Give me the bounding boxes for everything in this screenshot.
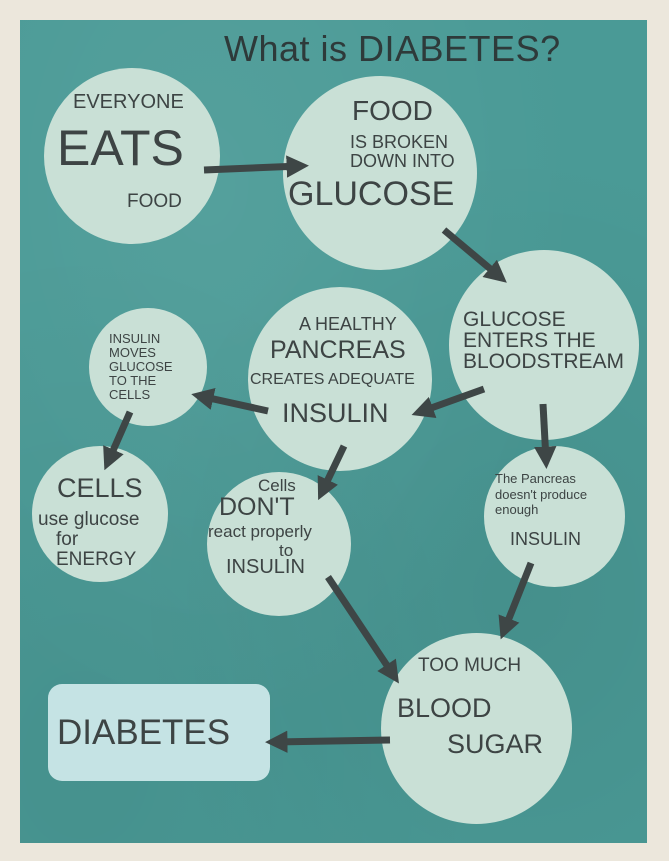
- arrow-sugar-to-diabetes: [265, 730, 391, 753]
- arrow-moves-to-cells: [103, 410, 134, 471]
- moves-line4: TO THE: [109, 373, 157, 388]
- bloodstream-line2: ENTERS THE: [463, 329, 596, 352]
- cells-line3: for: [56, 529, 79, 550]
- moves-line5: CELLS: [109, 387, 151, 402]
- food-line2: IS BROKEN: [350, 132, 449, 152]
- dont-line2: DON'T: [219, 493, 295, 521]
- notenough-line1: The Pancreas: [495, 471, 576, 486]
- cells-line1: CELLS: [57, 473, 143, 503]
- moves-line2: MOVES: [109, 345, 156, 360]
- notenough-line4: INSULIN: [510, 529, 582, 549]
- food-line3: DOWN INTO: [350, 151, 455, 171]
- arrow-dont-to-sugar: [325, 575, 399, 684]
- arrow-notenough-to-sugar: [498, 561, 535, 640]
- eats-circle: [44, 68, 220, 244]
- arrow-bloodstream-to-notenough: [534, 403, 557, 469]
- dont-line4: to: [279, 541, 294, 560]
- arrow-food-to-bloodstream: [441, 227, 507, 283]
- pancreas-line4: INSULIN: [282, 398, 389, 428]
- food-circle: [283, 76, 477, 270]
- notenough-circle: [484, 446, 625, 587]
- sugar-circle: [381, 633, 572, 824]
- sugar-line2: BLOOD: [397, 693, 492, 723]
- notenough-line2: doesn't produce: [495, 487, 588, 502]
- sugar-line3: SUGAR: [447, 729, 544, 759]
- notenough-line3: enough: [495, 502, 539, 517]
- diabetes-label: DIABETES: [57, 713, 231, 752]
- arrow-pancreas-to-moves: [191, 387, 269, 415]
- cells-line4: ENERGY: [56, 549, 137, 570]
- dont-line5: INSULIN: [226, 556, 305, 578]
- page-title: What is DIABETES?: [224, 28, 561, 69]
- eats-line3: FOOD: [127, 191, 182, 212]
- bloodstream-line1: GLUCOSE: [463, 308, 566, 331]
- pancreas-line2: PANCREAS: [270, 336, 406, 364]
- moves-line1: INSULIN: [109, 331, 161, 346]
- eats-line2: EATS: [57, 120, 184, 176]
- dont-line1: Cells: [258, 476, 296, 495]
- moves-circle: [89, 308, 207, 426]
- bloodstream-line3: BLOODSTREAM: [463, 350, 625, 373]
- pancreas-line1: A HEALTHY: [299, 314, 397, 334]
- moves-line3: GLUCOSE: [109, 359, 173, 374]
- arrow-eats-to-food: [203, 155, 309, 178]
- cells-line2: use glucose: [38, 509, 140, 530]
- eats-line1: EVERYONE: [73, 91, 184, 113]
- food-line1: FOOD: [352, 95, 433, 126]
- sugar-line1: TOO MUCH: [418, 655, 522, 676]
- food-line4: GLUCOSE: [288, 175, 455, 213]
- diabetes-box: [48, 684, 270, 781]
- pancreas-line3: CREATES ADEQUATE: [250, 371, 415, 388]
- arrow-bloodstream-to-pancreas: [411, 385, 486, 418]
- dont-line3: react properly: [208, 522, 312, 541]
- arrow-pancreas-to-dont: [317, 444, 348, 501]
- cells-circle: [32, 446, 168, 582]
- pancreas-circle: [248, 287, 432, 471]
